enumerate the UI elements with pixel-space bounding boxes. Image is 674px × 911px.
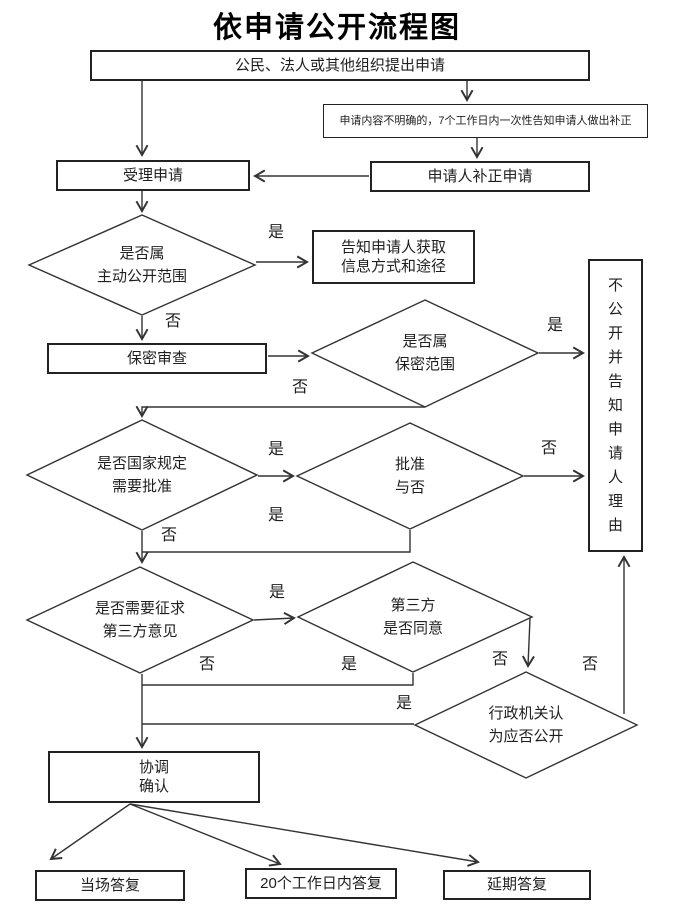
node-secrecy-review: 保密审查	[47, 343, 267, 374]
label-line: 是否属	[119, 245, 165, 262]
label-line: 是否同意	[382, 620, 444, 637]
decision-approved-label: 批准 与否	[395, 453, 425, 499]
label-line: 第三方	[390, 597, 436, 614]
edge-label-thirdagree-yes: 是	[340, 656, 358, 673]
node-no-disclose: 不公开并告知申请人理由	[588, 259, 643, 552]
edge-label-thirdparty-no: 否	[198, 656, 216, 673]
decision-admin-decide-label: 行政机关认 为应否公开	[488, 702, 563, 748]
edge-label-secret-yes: 是	[546, 317, 564, 334]
diamond-third-party-agree	[296, 561, 534, 673]
label-line: 主动公开范围	[96, 268, 188, 285]
edge-label-approved-yes: 是	[267, 507, 285, 524]
label-line: 信息方式和途径	[340, 258, 446, 275]
edge-label-secret-no: 否	[291, 379, 309, 396]
edge-label-admin-yes: 是	[395, 695, 413, 712]
label-line: 需要批准	[111, 478, 173, 495]
edge-label-thirdagree-no: 否	[491, 651, 509, 668]
node-supplement-notice: 申请内容不明确的，7个工作日内一次性告知申请人做出补正	[323, 104, 648, 138]
diamond-need-third-party	[25, 566, 255, 674]
edge-label-approval-yes: 是	[267, 441, 285, 458]
diamond-approved-or-not	[295, 422, 525, 530]
page-title: 依申请公开流程图	[212, 12, 461, 44]
label-line: 与否	[394, 479, 426, 496]
edge-label-approved-no: 否	[540, 440, 558, 457]
decision-need-third-party-label: 是否需要征求 第三方意见	[95, 597, 185, 643]
diamond-voluntary-scope	[27, 214, 257, 316]
edge-label-approval-no: 否	[160, 527, 178, 544]
label-line: 是否属	[402, 333, 448, 350]
label-line: 第三方意见	[102, 623, 178, 640]
label-line: 保密范围	[394, 356, 456, 373]
label-line: 协调	[138, 758, 169, 776]
label-line: 行政机关认	[488, 705, 564, 722]
edge-thirdagree-yes	[142, 673, 414, 686]
node-reply-20days: 20个工作日内答复	[245, 868, 397, 899]
label-line: 批准	[394, 456, 426, 473]
label-line: 告知申请人获取	[340, 238, 446, 256]
decision-state-approval-label: 是否国家规定 需要批准	[97, 452, 187, 498]
node-supplement-application: 申请人补正申请	[370, 161, 590, 192]
edge-thirdagree-no	[521, 617, 535, 668]
edge-label-thirdparty-yes: 是	[268, 584, 286, 601]
label-line: 是否国家规定	[96, 455, 188, 472]
decision-voluntary-scope-label: 是否属 主动公开范围	[97, 242, 187, 288]
node-coordinate-confirm: 协调 确认	[48, 751, 260, 803]
decision-third-party-agree-label: 第三方 是否同意	[383, 594, 443, 640]
edge-label-voluntary-yes: 是	[267, 224, 285, 241]
edge-label-admin-no: 否	[581, 656, 599, 673]
edge-coordinate-to-onsite	[49, 803, 131, 861]
edge-coordinate-to-delay	[129, 803, 480, 867]
decision-secret-scope-label: 是否属 保密范围	[395, 330, 455, 376]
node-accept-application: 受理申请	[56, 160, 250, 191]
label-line: 确认	[138, 778, 169, 795]
node-inform-way: 告知申请人获取 信息方式和途径	[312, 230, 475, 284]
label-line: 为应否公开	[488, 728, 564, 745]
edge-thirdparty-yes	[253, 612, 296, 625]
vertical-label: 不公开并告知申请人理由	[607, 276, 623, 534]
node-apply: 公民、法人或其他组织提出申请	[90, 50, 590, 81]
node-reply-delay: 延期答复	[443, 870, 591, 900]
label-line: 是否需要征求	[94, 600, 186, 617]
edge-label-voluntary-no: 否	[164, 313, 182, 330]
edge-approved-yes	[142, 530, 411, 553]
edge-coordinate-to-20days	[129, 803, 282, 867]
node-reply-onsite: 当场答复	[35, 870, 185, 901]
edge-secret-no	[135, 405, 425, 418]
diamond-admin-decide	[413, 671, 639, 779]
diamond-state-approval	[25, 419, 259, 531]
